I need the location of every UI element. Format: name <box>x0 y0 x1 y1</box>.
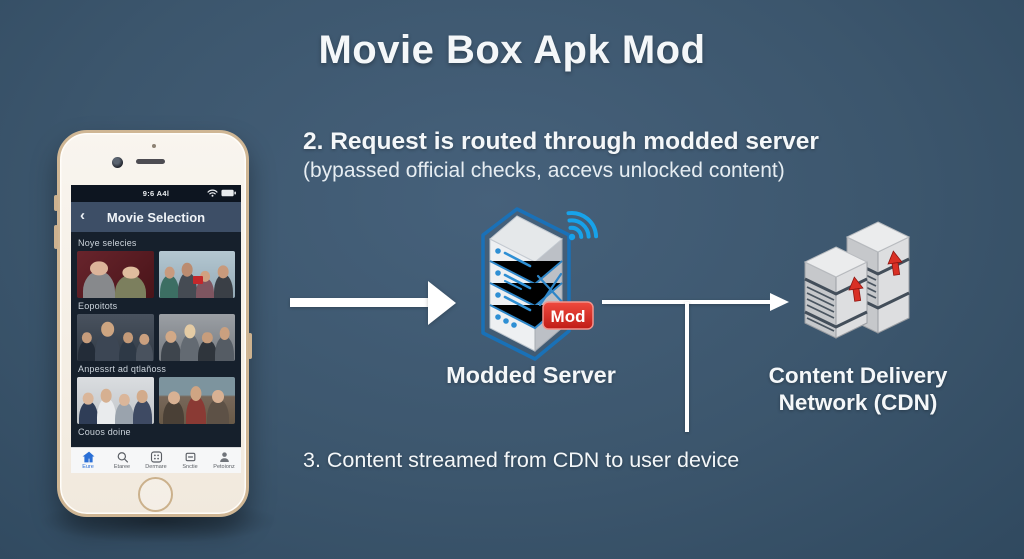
movie-poster[interactable] <box>158 314 235 361</box>
tab-label: Eure <box>82 464 94 470</box>
section-label: Anpessrt ad qtlañoss <box>78 364 167 374</box>
wifi-icon <box>566 210 599 241</box>
person-silhouette <box>207 398 229 424</box>
tab-label: Petoionz <box>213 464 235 470</box>
person-silhouette <box>132 398 152 424</box>
tab-label: Snctie <box>182 464 198 470</box>
tab-search[interactable]: Etaree <box>105 448 139 473</box>
battery-icon <box>221 189 236 197</box>
step2-caption: 2. Request is routed through modded serv… <box>303 128 819 183</box>
person-silhouette <box>96 397 116 424</box>
server-led-details <box>495 248 532 328</box>
section-label: Couos doine <box>78 427 131 437</box>
grid-icon <box>150 451 162 463</box>
person-silhouette <box>135 341 153 361</box>
server-blue-outline <box>481 207 571 361</box>
home-button[interactable] <box>138 477 173 512</box>
tray-icon <box>185 452 195 462</box>
status-time: 9:6 A4l <box>142 189 170 198</box>
person-silhouette <box>163 399 185 424</box>
tab-label: Etaree <box>113 464 131 470</box>
person-silhouette <box>115 401 134 424</box>
section-label: Eopoitots <box>78 301 118 311</box>
nav-bar: ‹ Movie Selection <box>71 202 241 232</box>
volume-button <box>54 225 58 249</box>
person-silhouette <box>177 271 197 298</box>
tab-bar: Eure Etaree Dermare <box>71 447 241 473</box>
modded-server-label: Modded Server <box>446 362 616 388</box>
section-label: Noye selecies <box>78 238 137 248</box>
stream-branch-line <box>685 302 689 432</box>
step2-title: 2. Request is routed through modded serv… <box>303 128 819 155</box>
tab-discover[interactable]: Dermare <box>139 448 173 473</box>
phone-mockup: 9:6 A4l ‹ Movie Selection <box>54 130 252 517</box>
tab-profile[interactable]: Petoionz <box>207 448 241 473</box>
search-icon <box>117 452 128 463</box>
person-silhouette <box>95 331 120 361</box>
page-title: Movie Box Apk Mod <box>318 28 706 72</box>
person-silhouette <box>83 270 116 298</box>
movie-poster[interactable] <box>77 251 154 298</box>
server-cable-cross <box>536 272 565 307</box>
person-silhouette <box>160 338 181 361</box>
movie-poster[interactable] <box>158 377 235 424</box>
movie-poster[interactable] <box>77 377 154 424</box>
movie-list: Noye selecies Eopoitots <box>71 232 241 447</box>
person-silhouette <box>198 339 217 361</box>
tab-home[interactable]: Eure <box>71 448 105 473</box>
svg-text:Mod: Mod <box>551 307 586 326</box>
cdn-illustration <box>803 221 911 339</box>
person-silhouette <box>78 400 98 424</box>
screen-title: Movie Selection <box>106 209 206 225</box>
person-silhouette <box>213 273 233 298</box>
person-silhouette <box>160 274 180 298</box>
cdn-label-line1: Content Delivery <box>768 363 948 388</box>
person-silhouette <box>119 339 137 361</box>
cdn-arrow-shaft <box>602 300 772 304</box>
movie-poster[interactable] <box>77 314 154 361</box>
request-arrow-head <box>428 281 456 325</box>
person-silhouette <box>77 339 97 361</box>
phone-screen: 9:6 A4l ‹ Movie Selection <box>71 185 241 473</box>
proximity-sensor-dot <box>152 144 156 148</box>
person-silhouette <box>179 333 200 361</box>
back-chevron-icon[interactable]: ‹ <box>80 207 85 224</box>
person-silhouette <box>115 274 146 298</box>
person-icon <box>219 452 229 462</box>
cdn-label-line2: Network (CDN) <box>778 390 938 416</box>
request-arrow-shaft <box>290 298 428 307</box>
poster-logo-chip <box>192 276 203 285</box>
home-icon <box>82 451 94 463</box>
front-camera <box>112 157 123 168</box>
earpiece-speaker <box>136 159 165 164</box>
tab-downloads[interactable]: Snctie <box>173 448 207 473</box>
mod-badge: Mod <box>542 301 594 330</box>
tab-label: Dermare <box>145 464 167 470</box>
cdn-arrow-head <box>770 293 789 311</box>
step2-subtitle: (bypassed official checks, accevs unlock… <box>303 159 785 182</box>
step3-caption: 3. Content streamed from CDN to user dev… <box>303 448 740 472</box>
cdn-label: Content Delivery Network (CDN) <box>748 362 968 417</box>
cdn-server-front <box>803 246 869 339</box>
modded-server-illustration: Mod <box>481 207 599 361</box>
movie-poster[interactable] <box>158 251 235 298</box>
status-bar: 9:6 A4l <box>71 185 241 202</box>
power-button <box>248 333 252 359</box>
person-silhouette <box>215 335 235 361</box>
mute-switch <box>54 195 58 211</box>
wifi-icon <box>207 189 218 197</box>
person-silhouette <box>186 395 206 424</box>
